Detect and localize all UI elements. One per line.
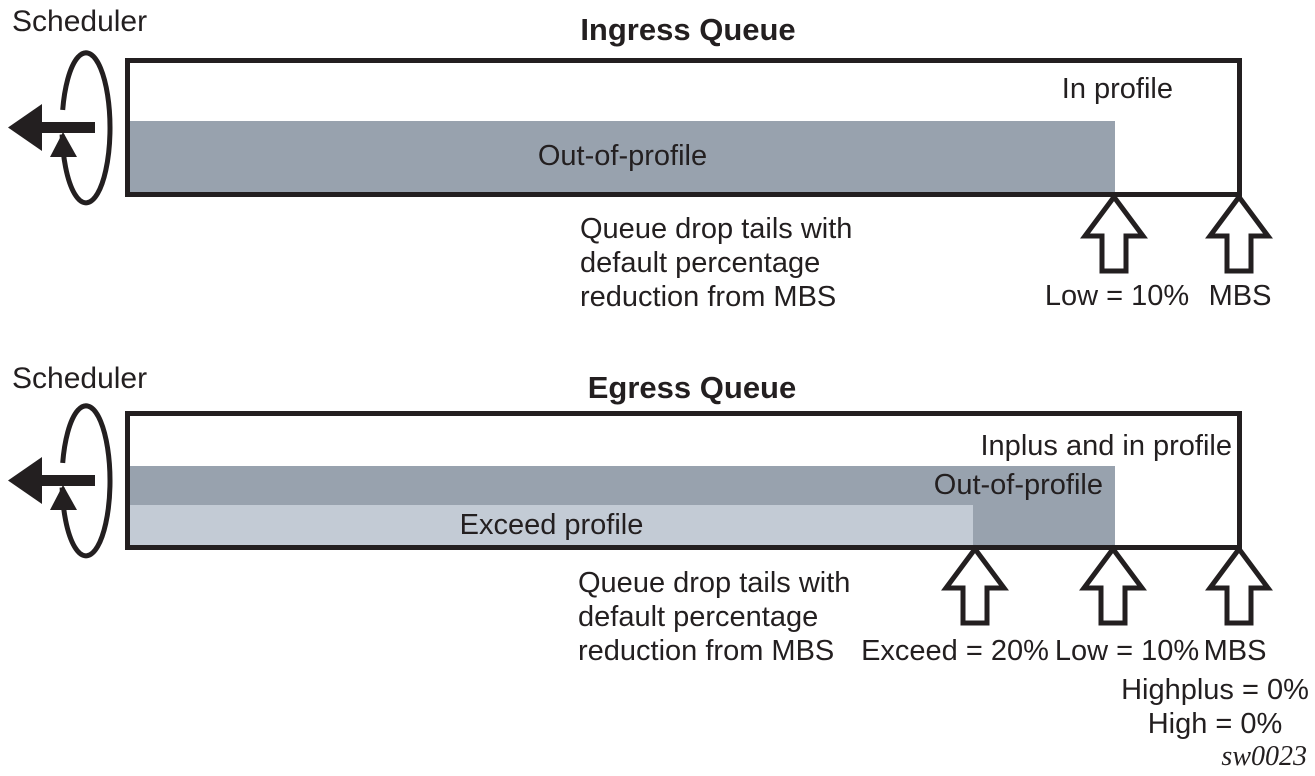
egress-out-of-profile-bar-extension [973,505,1115,545]
egress-queue-box: Exceed profile Inplus and in profile Out… [125,411,1242,550]
ingress-scheduler-label: Scheduler [12,5,148,38]
egress-mbs-marker-label: MBS [1203,635,1267,667]
egress-low-marker-label: Low = 10% [1054,635,1200,667]
exceed-profile-label: Exceed profile [459,508,644,541]
ingress-low-marker-label: Low = 10% [1044,280,1190,312]
ingress-mbs-marker-label: MBS [1208,280,1272,312]
ingress-drop-tails-note: Queue drop tails with default percentage… [580,213,853,313]
egress-out-of-profile-bar [130,466,1115,505]
highplus-threshold-label: Highplus = 0% [1121,674,1309,706]
ingress-queue-title: Ingress Queue [580,12,796,47]
scheduler-rotation-icon [8,50,113,206]
scheduler-rotation-icon [8,403,113,559]
egress-exceed-marker-label: Exceed = 20% [861,635,1049,667]
high-threshold-label: High = 0% [1147,708,1283,740]
in-profile-label: In profile [1061,73,1173,105]
mbs-arrow-icon [1205,192,1273,274]
mbs-arrow-icon [1205,544,1273,626]
inplus-and-in-profile-label: Inplus and in profile [980,430,1233,462]
exceed-threshold-arrow-icon [941,544,1009,626]
egress-drop-tails-note: Queue drop tails with default percentage… [578,567,851,667]
egress-exceed-profile-bar: Exceed profile [130,505,973,545]
egress-scheduler-label: Scheduler [12,362,148,395]
ingress-queue-box: Out-of-profile In profile [125,58,1242,197]
extra-thresholds-block: Highplus = 0% High = 0% [1121,673,1309,741]
out-of-profile-label: Out-of-profile [537,140,708,172]
ingress-out-of-profile-bar: Out-of-profile [130,121,1115,192]
egress-queue-title: Egress Queue [587,370,797,405]
low-threshold-arrow-icon [1080,192,1148,274]
out-of-profile-label: Out-of-profile [933,469,1103,501]
figure-watermark: sw0023 [1221,741,1307,772]
low-threshold-arrow-icon [1079,544,1147,626]
